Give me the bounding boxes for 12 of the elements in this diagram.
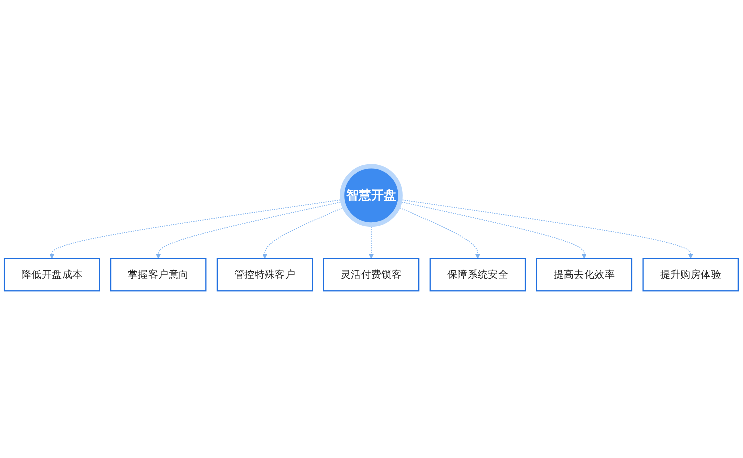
node-box: 提高去化效率	[536, 258, 633, 292]
node-box: 灵活付费锁客	[323, 258, 420, 292]
node-circle: 智慧开盘	[340, 164, 403, 228]
node-box: 提升购房体验	[642, 258, 740, 292]
node-box: 管控特殊客户	[216, 258, 314, 292]
arrow	[369, 224, 374, 260]
node-box: 掌握客户意向	[110, 258, 207, 292]
arrow	[400, 202, 587, 260]
node-box: 保障系统安全	[430, 258, 526, 292]
arrow	[400, 200, 694, 260]
node-box: 降低开盘成本	[4, 258, 100, 292]
arrow	[262, 207, 346, 260]
